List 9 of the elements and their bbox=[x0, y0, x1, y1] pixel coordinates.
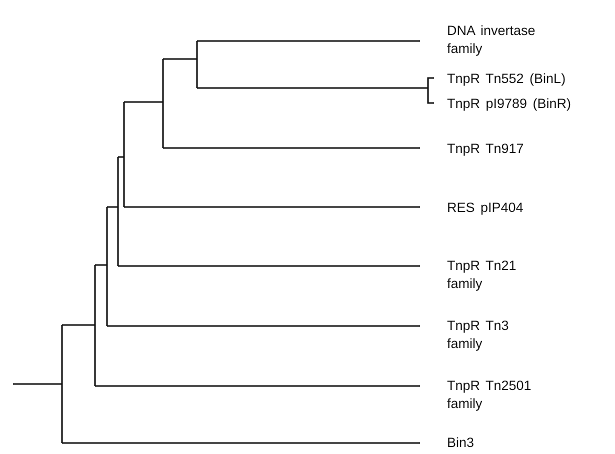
taxon-label: TnpR Tn917 bbox=[447, 140, 525, 158]
taxon-label: TnpR Tn552 (BinL) bbox=[447, 70, 567, 88]
taxon-label: RES pIP404 bbox=[447, 199, 524, 217]
taxon-label: TnpR pI9789 (BinR) bbox=[447, 95, 572, 113]
taxon-label: TnpR Tn2501 family bbox=[447, 377, 532, 413]
taxon-label: TnpR Tn21 family bbox=[447, 257, 518, 293]
taxon-label: Bin3 bbox=[447, 434, 476, 452]
taxon-label: DNA invertase family bbox=[447, 22, 536, 58]
taxon-label: TnpR Tn3 family bbox=[447, 317, 510, 353]
